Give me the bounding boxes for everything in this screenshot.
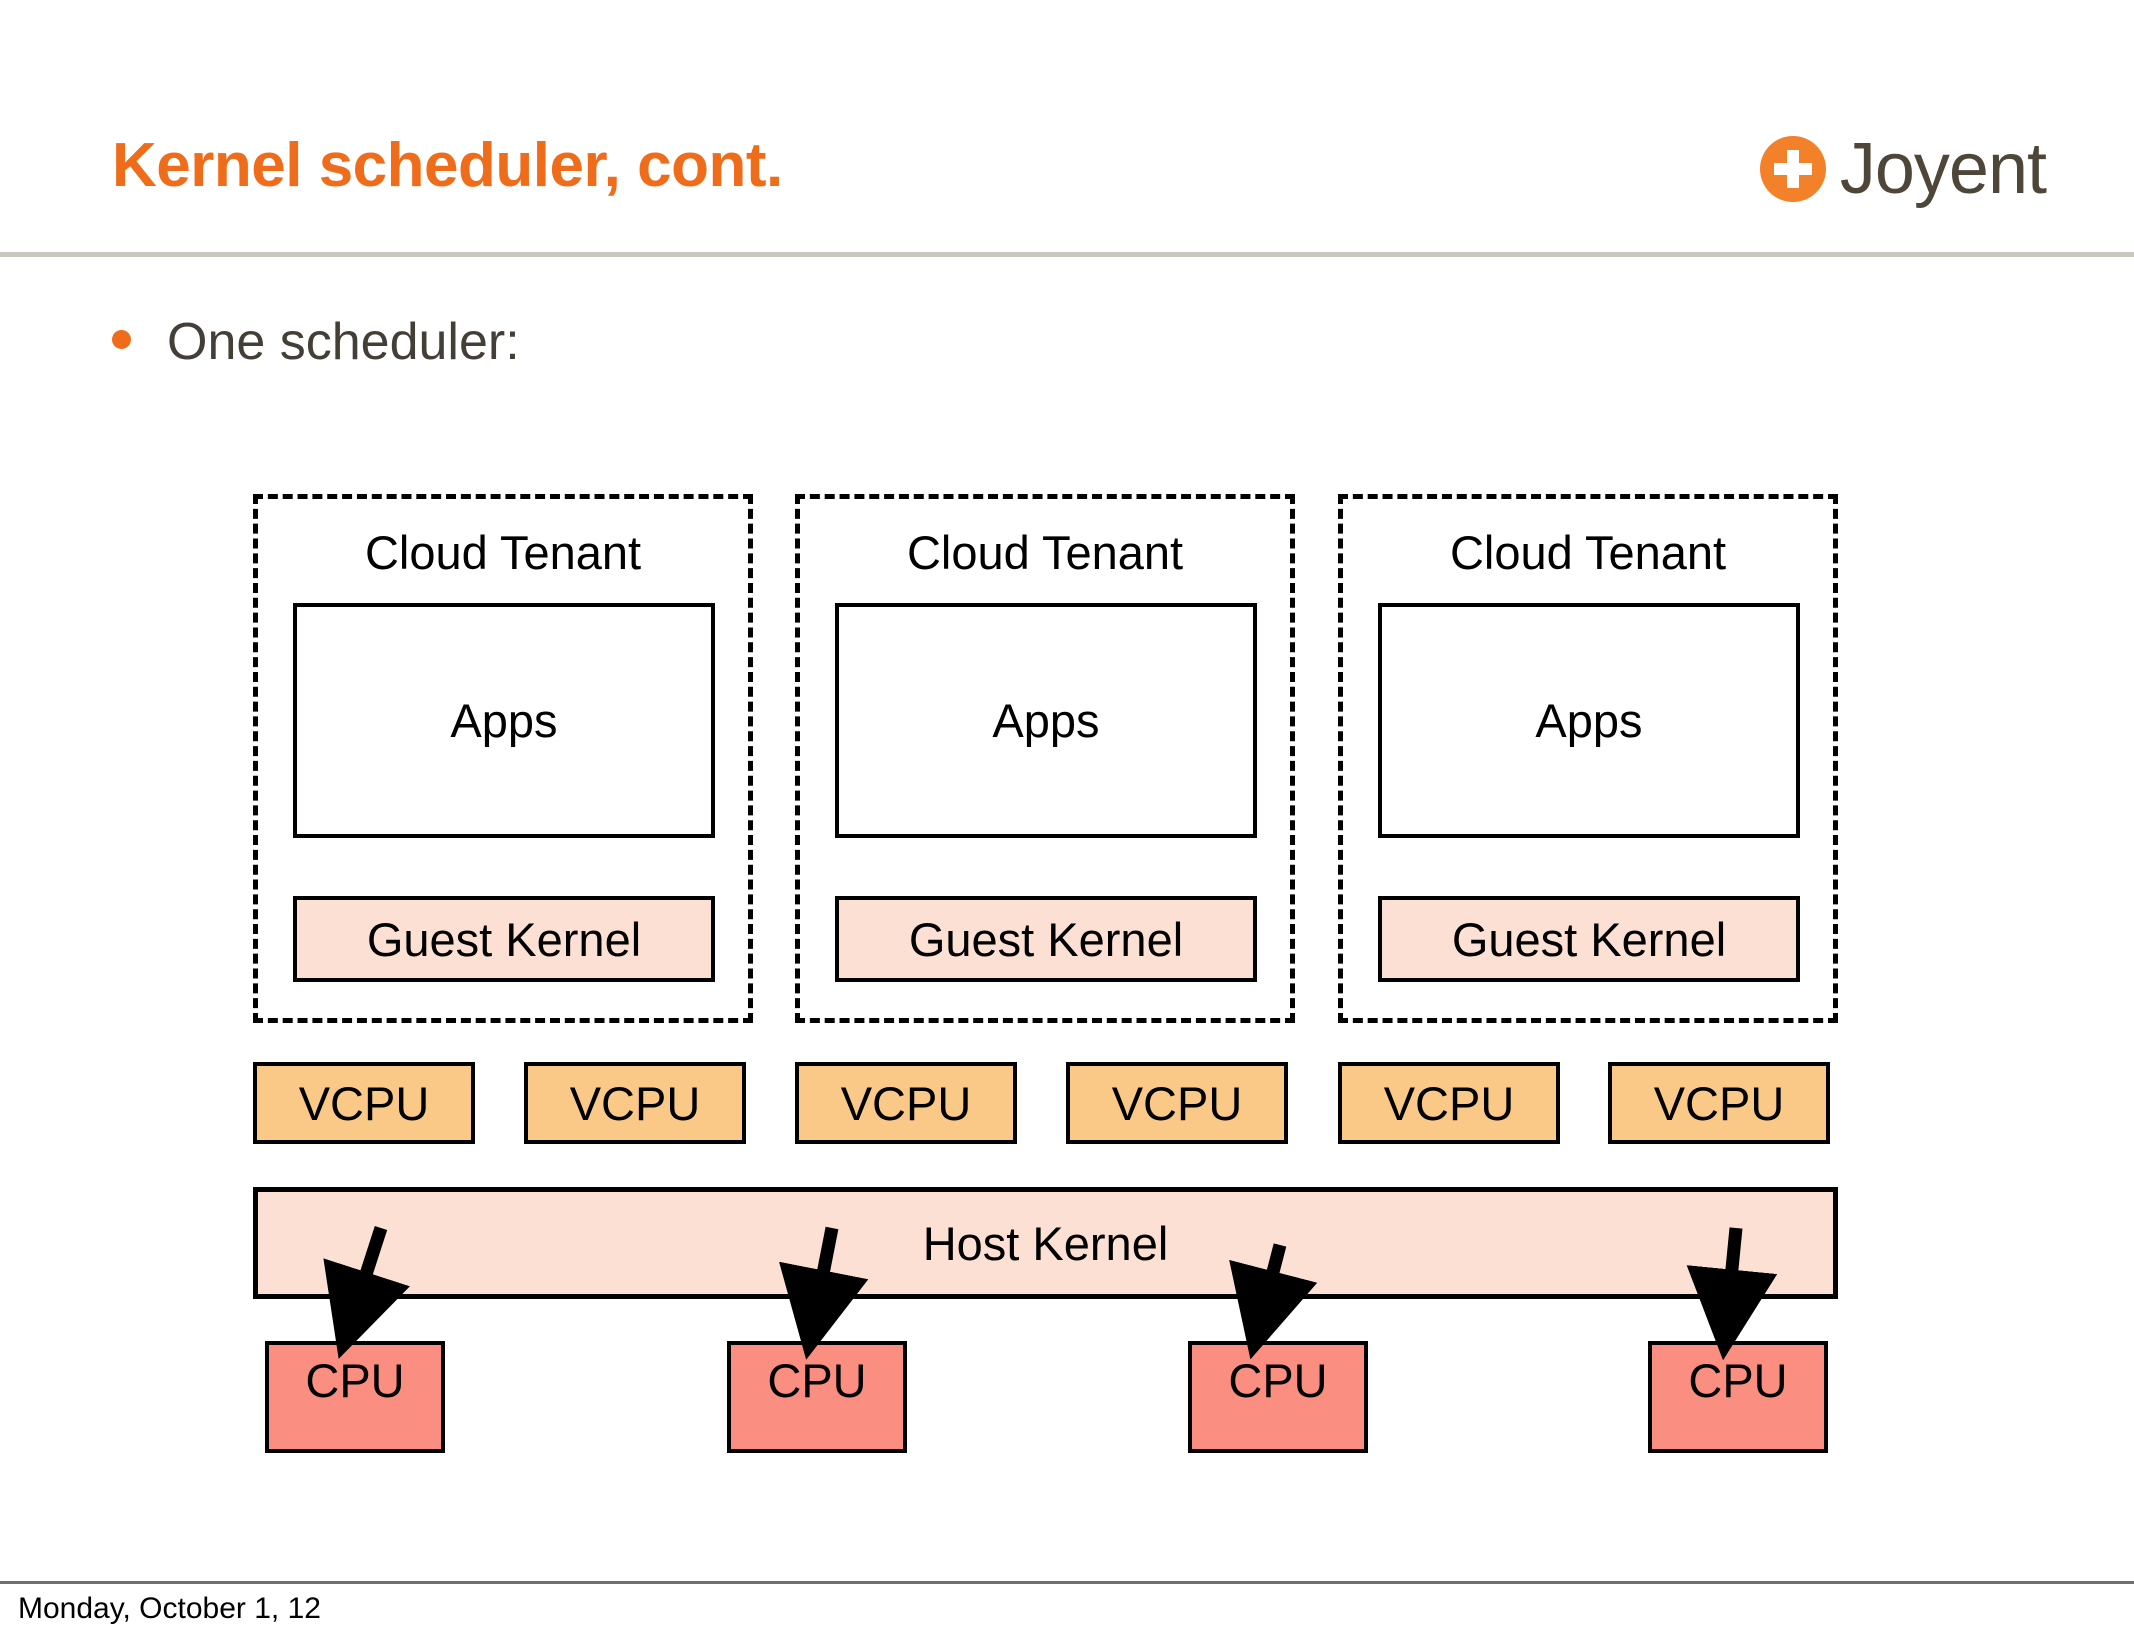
apps-box-3: Apps [1378, 603, 1800, 838]
guest-kernel-label: Guest Kernel [366, 912, 642, 966]
plus-vertical-bar [1786, 150, 1799, 188]
cpu-box-1: CPU [265, 1341, 445, 1453]
cpu-box-2: CPU [727, 1341, 907, 1453]
vcpu-label: VCPU [1653, 1076, 1785, 1130]
vcpu-label: VCPU [1383, 1076, 1515, 1130]
cloud-tenant-group-1: Cloud Tenant [253, 494, 753, 1023]
cpu-label: CPU [767, 1354, 867, 1407]
cloud-tenant-group-3: Cloud Tenant [1338, 494, 1838, 1023]
vcpu-label: VCPU [1111, 1076, 1243, 1130]
cloud-tenant-group-2: Cloud Tenant [795, 494, 1295, 1023]
apps-box-1: Apps [293, 603, 715, 838]
cloud-tenant-label: Cloud Tenant [1449, 526, 1727, 579]
guest-kernel-box-1: Guest Kernel [293, 896, 715, 982]
vcpu-label: VCPU [298, 1076, 430, 1130]
vcpu-box-1: VCPU [253, 1062, 475, 1144]
vcpu-box-4: VCPU [1066, 1062, 1288, 1144]
bullet-text: One scheduler: [167, 313, 520, 371]
vcpu-box-2: VCPU [524, 1062, 746, 1144]
cpu-label: CPU [1688, 1354, 1788, 1407]
vcpu-label: VCPU [840, 1076, 972, 1130]
page-title: Kernel scheduler, cont. [112, 131, 783, 200]
guest-kernel-box-2: Guest Kernel [835, 896, 1257, 982]
header-divider [0, 252, 2134, 257]
vcpu-label: VCPU [569, 1076, 701, 1130]
guest-kernel-box-3: Guest Kernel [1378, 896, 1800, 982]
joyent-wordmark: Joyent [1839, 128, 2047, 209]
cloud-tenant-label: Cloud Tenant [364, 526, 642, 579]
apps-box-2: Apps [835, 603, 1257, 838]
joyent-plus-icon [1759, 136, 1826, 202]
host-kernel-label: Host Kernel [922, 1217, 1169, 1270]
host-kernel-bar: Host Kernel [253, 1187, 1838, 1299]
apps-label: Apps [450, 694, 558, 747]
apps-label: Apps [1535, 694, 1643, 747]
vcpu-box-6: VCPU [1608, 1062, 1830, 1144]
cpu-box-4: CPU [1648, 1341, 1828, 1453]
footer-date: Monday, October 1, 12 [18, 1592, 321, 1625]
joyent-logo: Joyent [1759, 128, 2047, 209]
cpu-label: CPU [1228, 1354, 1328, 1407]
cpu-box-3: CPU [1188, 1341, 1368, 1453]
guest-kernel-label: Guest Kernel [1451, 912, 1727, 966]
apps-label: Apps [992, 694, 1100, 747]
cloud-tenant-label: Cloud Tenant [906, 526, 1184, 579]
bullet-dot-icon [112, 330, 131, 349]
guest-kernel-label: Guest Kernel [908, 912, 1184, 966]
footer-divider [0, 1581, 2134, 1584]
vcpu-box-3: VCPU [795, 1062, 1017, 1144]
cpu-label: CPU [305, 1354, 405, 1407]
bullet-list-item: One scheduler: [112, 312, 520, 372]
vcpu-box-5: VCPU [1338, 1062, 1560, 1144]
